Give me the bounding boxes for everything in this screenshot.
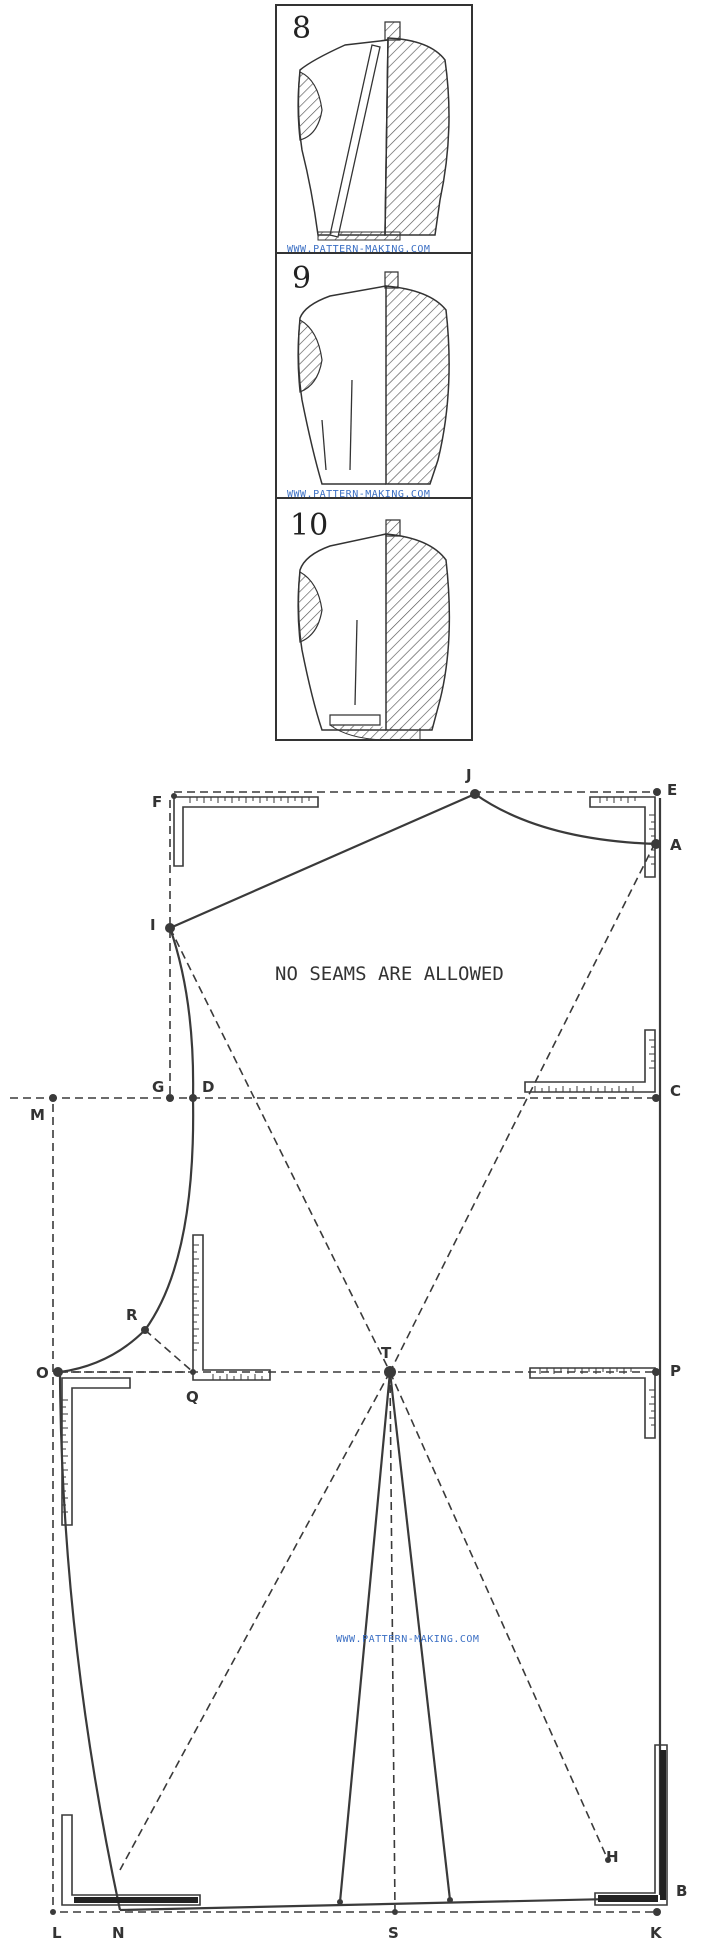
pattern-outline [58,792,662,1912]
point-labels: J E F A I G D C M R O Q T P L N S K H B [30,766,687,1942]
tailor-square-rulers [61,796,668,1906]
point-label-k: K [650,1924,663,1942]
figure-9-watermark: WWW.PATTERN-MAKING.COM [287,489,430,500]
point-label-t: T [381,1344,392,1362]
point-label-j: J [465,766,472,784]
figure-8-illustration: 8 WWW.PATTERN-MAKING.COM [287,11,450,255]
pattern-draft [10,791,668,1913]
point-label-e: E [667,781,677,799]
point-markers [49,788,661,1916]
point-label-f: F [152,793,162,811]
point-label-i: I [150,916,156,934]
point-label-l: L [52,1924,62,1942]
point-label-r: R [126,1306,138,1324]
construction-lines [10,791,660,1913]
point-label-n: N [112,1924,125,1942]
point-label-m: M [30,1106,45,1124]
pattern-watermark: WWW.PATTERN-MAKING.COM [336,1634,479,1645]
point-label-d: D [202,1078,214,1096]
ruler-ticks [62,797,655,1513]
figure-strip-frame [275,4,473,741]
ruler-dark-blocks [74,1750,666,1903]
figure-strip [275,4,473,741]
point-label-s: S [388,1924,399,1942]
point-label-h: H [606,1848,619,1866]
figure-number-9: 9 [292,261,311,296]
figure-number-10: 10 [290,508,328,543]
point-label-q: Q [186,1388,199,1406]
point-label-c: C [670,1082,681,1100]
point-label-a: A [670,836,682,854]
point-label-b: B [676,1882,687,1900]
no-seams-note: NO SEAMS ARE ALLOWED [275,963,504,985]
point-label-g: G [152,1078,164,1096]
point-label-o: O [36,1364,49,1382]
figure-8-watermark: WWW.PATTERN-MAKING.COM [287,244,430,255]
point-label-p: P [670,1362,681,1380]
figure-10-illustration: 10 [290,508,451,741]
figure-number-8: 8 [292,11,311,46]
figure-9-illustration: 9 WWW.PATTERN-MAKING.COM [287,261,450,500]
